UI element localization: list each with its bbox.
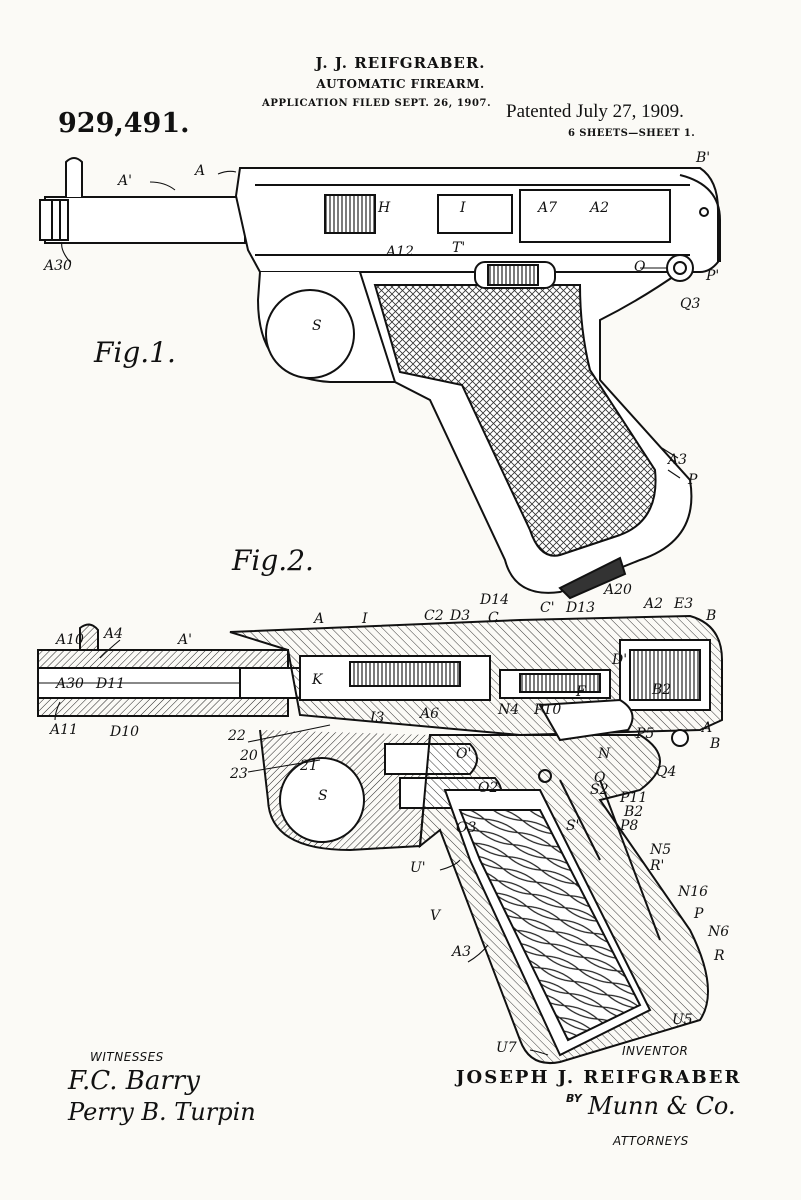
fig2-label-a30: A30: [56, 676, 84, 692]
fig2-label-b-right: B: [710, 736, 721, 752]
fig2-label-u5: U5: [672, 1012, 693, 1028]
fig2-label-d-prime: D': [612, 652, 628, 668]
fig2-label-a10: A10: [56, 632, 84, 648]
fig2-label-o-prime: O': [456, 746, 472, 762]
fig1-label-b-prime: B': [696, 150, 711, 166]
label-leader-lines: [54, 170, 681, 1056]
fig2-label-d14: D14: [480, 592, 510, 608]
fig2-label-o: O: [594, 770, 606, 786]
fig2-label-22: 22: [228, 728, 246, 744]
fig1-label-h: H: [378, 200, 391, 216]
attorney-signature: Munn & Co.: [588, 1092, 736, 1120]
fig2-label-c2: C2: [424, 608, 444, 624]
fig2-label-s2: S2: [590, 782, 609, 798]
fig1-label-p-prime: P': [706, 268, 720, 284]
fig2-label-p11: P11: [620, 790, 648, 806]
fig2-label-b2-upper: B2: [652, 682, 672, 698]
fig2-label-u7: U7: [496, 1040, 517, 1056]
by-label: BY: [566, 1092, 582, 1105]
fig2-label-n6: N6: [708, 924, 730, 940]
fig1-label-s: S: [312, 318, 322, 334]
fig2-label-o2: O2: [478, 780, 499, 796]
fig2-label-b2-lower: B2: [624, 804, 644, 820]
fig2-label-a2: A2: [644, 596, 664, 612]
fig2-label-d11: D11: [96, 676, 126, 692]
fig1-label-a30: A30: [44, 258, 72, 274]
fig1-label-a: A: [195, 163, 206, 179]
inventor-header: J. J. REIFGRABER.: [315, 54, 486, 72]
fig1-label-i: I: [460, 200, 466, 216]
fig2-label-23: 23: [230, 766, 248, 782]
fig1-pistol-exterior: [39, 157, 721, 600]
fig2-label-a11: A11: [50, 722, 78, 738]
fig1-label-a12: A12: [386, 244, 414, 260]
inventor-label: INVENTOR: [622, 1044, 689, 1058]
patent-number: 929,491.: [58, 108, 190, 139]
fig2-label-i3: I3: [370, 710, 385, 726]
fig2-label-p8: P8: [620, 818, 639, 834]
fig2-label-r-prime: R': [650, 858, 665, 874]
fig1-label-p: P: [688, 472, 698, 488]
application-filed-date: APPLICATION FILED SEPT. 26, 1907.: [262, 98, 492, 109]
witness-signature-2: Perry B. Turpin: [68, 1098, 256, 1126]
fig2-label-a20: A20: [604, 582, 632, 598]
fig2-label-s-prime: S': [566, 818, 580, 834]
fig2-label-a3: A3: [452, 944, 472, 960]
fig2-label-a6: A6: [420, 706, 440, 722]
fig2-label-a-top: A: [314, 611, 325, 627]
fig1-label-a-prime: A': [118, 173, 132, 189]
fig2-label-c: C: [488, 610, 499, 626]
fig2-label-u-prime: U': [410, 860, 426, 876]
witness-signature-1: F.C. Barry: [68, 1066, 200, 1096]
fig2-pistol-section: [37, 614, 723, 1064]
fig2-label-i: I: [362, 611, 368, 627]
fig2-label-21: 21: [300, 758, 318, 774]
inventor-name: JOSEPH J. REIFGRABER: [456, 1067, 742, 1088]
fig2-label-a-right: A: [702, 720, 713, 736]
fig1-label-a7: A7: [538, 200, 558, 216]
fig2-label-a-prime: A': [178, 632, 192, 648]
fig2-label-p: P: [694, 906, 704, 922]
fig2-label-20: 20: [240, 748, 258, 764]
fig1-label-q3: Q3: [680, 296, 701, 312]
fig2-label-a4: A4: [104, 626, 124, 642]
fig1-figure-label: Fig.1.: [94, 336, 176, 369]
sheet-count: 6 SHEETS—SHEET 1.: [568, 128, 696, 139]
fig2-label-d3: D3: [450, 608, 471, 624]
fig1-label-a2: A2: [590, 200, 610, 216]
fig2-label-f: F: [576, 684, 586, 700]
fig2-label-p5: P5: [636, 726, 655, 742]
fig2-label-n16: N16: [678, 884, 709, 900]
fig2-label-n: N: [598, 746, 611, 762]
fig1-label-o: O: [634, 259, 646, 275]
fig2-label-v: V: [430, 908, 441, 924]
fig2-label-n4: N4: [498, 702, 520, 718]
fig2-label-d13: D13: [566, 600, 596, 616]
fig2-label-e3: E3: [674, 596, 694, 612]
patented-date: Patented July 27, 1909.: [506, 101, 684, 122]
witnesses-label: WITNESSES: [90, 1050, 164, 1064]
attorneys-label: ATTORNEYS: [613, 1134, 689, 1148]
fig2-label-n5: N5: [650, 842, 672, 858]
fig1-label-a3: A3: [668, 452, 688, 468]
fig2-label-o3: O3: [456, 820, 477, 836]
fig2-label-s: S: [318, 788, 328, 804]
fig1-label-t-prime: T': [452, 240, 466, 256]
fig2-label-r: R: [714, 948, 725, 964]
fig2-label-d10: D10: [110, 724, 140, 740]
fig2-label-q4: Q4: [656, 764, 677, 780]
fig2-figure-label: Fig.2.: [232, 544, 314, 577]
fig2-label-k: K: [312, 672, 323, 688]
fig2-label-b: B: [706, 608, 717, 624]
fig2-label-c-prime: C': [540, 600, 555, 616]
invention-title: AUTOMATIC FIREARM.: [316, 77, 485, 91]
fig2-label-p10: P10: [534, 702, 562, 718]
